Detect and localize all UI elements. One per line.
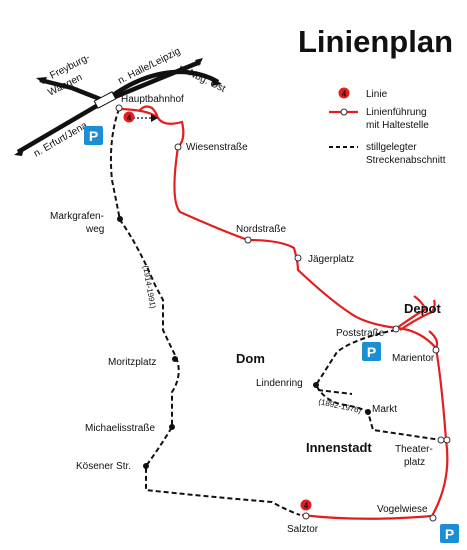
label-markgrafenweg-1: Markgrafen- xyxy=(50,211,104,222)
label-nordstrasse: Nordstraße xyxy=(236,224,286,235)
stop-koesener-str xyxy=(143,463,149,469)
area-labels: Depot Dom Innenstadt xyxy=(236,301,442,455)
rail-branch-east xyxy=(103,69,220,103)
label-michaelisstrasse: Michaelisstraße xyxy=(85,423,155,434)
stop-hauptbahnhof xyxy=(115,104,123,112)
stop-jaegerplatz xyxy=(294,254,302,262)
stop-lindenring xyxy=(313,382,319,388)
parking-hbf-icon xyxy=(84,126,103,145)
stop-vogelwiese xyxy=(429,514,437,522)
label-markt: Markt xyxy=(372,404,397,415)
parking-vogelwiese-label: P xyxy=(445,526,454,542)
legend: 4 Linie Linienführung mit Haltestelle st… xyxy=(329,87,446,166)
stop-poststrasse xyxy=(392,325,400,333)
label-poststrasse: Poststraße xyxy=(336,328,385,339)
legend-route-label-1: Linienführung xyxy=(366,107,427,118)
arrow-naumburg-ost-icon xyxy=(212,78,222,86)
parking-vogelwiese: P xyxy=(440,524,459,543)
label-markgrafenweg-2: weg xyxy=(85,224,104,235)
legend-stop-icon xyxy=(340,108,348,116)
line-badge-salztor-icon xyxy=(300,499,312,511)
stop-salztor xyxy=(302,512,310,520)
depot-track-1 xyxy=(396,295,428,329)
legend-closed-label-1: stillgelegter xyxy=(366,142,417,153)
label-vogelwiese: Vogelwiese xyxy=(377,504,428,515)
legend-line-label: Linie xyxy=(366,89,388,100)
label-lindenring: Lindenring xyxy=(256,378,303,389)
line-badge-hauptbahnhof: 4 xyxy=(123,111,135,123)
stop-moritzplatz xyxy=(172,356,178,362)
label-jaegerplatz: Jägerplatz xyxy=(308,254,354,265)
legend-closed-label-2: Streckenabschnitt xyxy=(366,155,446,166)
station-building xyxy=(93,91,117,109)
parking-hbf-label: P xyxy=(89,128,98,144)
label-wiesenstrasse: Wiesenstraße xyxy=(186,142,248,153)
label-theaterplatz-2: platz xyxy=(404,457,425,468)
active-route xyxy=(119,105,449,520)
label-naumburg-ost: n. Nbg. Ost xyxy=(177,63,227,95)
stop-labels: Hauptbahnhof Wiesenstraße Nordstraße Jäg… xyxy=(50,94,435,535)
hbf-loop-track xyxy=(138,105,160,119)
arrow-halle-icon xyxy=(195,58,203,66)
line-badge-hbf-icon xyxy=(123,111,135,123)
label-marientor: Marientor xyxy=(392,353,435,364)
parking-hauptbahnhof: P xyxy=(84,126,103,145)
legend-line-badge-number: 4 xyxy=(342,90,347,99)
line-badge-hbf-number: 4 xyxy=(127,114,132,123)
label-hauptbahnhof: Hauptbahnhof xyxy=(121,94,184,105)
label-salztor: Salztor xyxy=(287,524,319,535)
map-title: Linienplan xyxy=(298,24,453,59)
label-theaterplatz-1: Theater- xyxy=(395,444,433,455)
label-depot: Depot xyxy=(404,301,442,316)
route-line-4 xyxy=(119,107,449,520)
stop-michaelisstrasse xyxy=(169,424,175,430)
direction-arrow xyxy=(133,114,158,122)
arrow-freyburg-icon xyxy=(36,77,47,84)
label-moritzplatz: Moritzplatz xyxy=(108,357,156,368)
rail-branch-west xyxy=(39,77,106,104)
label-innenstadt: Innenstadt xyxy=(306,440,372,455)
arrow-erfurt-icon xyxy=(14,148,24,156)
stop-theaterplatz-b xyxy=(443,436,451,444)
closed-center-section xyxy=(314,329,442,441)
closed-center-spur xyxy=(317,389,353,395)
closed-west-section xyxy=(109,108,301,516)
depot-track-2 xyxy=(399,299,436,331)
closed-sections xyxy=(109,108,442,516)
railway-tracks xyxy=(14,58,222,156)
line-badge-salztor-number: 4 xyxy=(304,502,309,511)
stop-theaterplatz-a xyxy=(437,436,445,444)
line-badge-salztor: 4 xyxy=(300,499,312,511)
stop-marientor xyxy=(432,346,440,354)
parking-poststrasse: P xyxy=(362,342,381,361)
stop-nordstrasse xyxy=(244,236,252,244)
parking-vogelwiese-icon xyxy=(440,524,459,543)
annotation-years-center: (1892-1976) xyxy=(318,397,363,415)
stop-markgrafenweg xyxy=(117,216,123,222)
parking-post-label: P xyxy=(367,344,376,360)
legend-route-label-2: mit Haltestelle xyxy=(366,120,429,131)
stop-wiesenstrasse xyxy=(174,143,182,151)
legend-line-badge-icon xyxy=(338,87,350,99)
active-stops xyxy=(115,104,451,522)
label-dom: Dom xyxy=(236,351,265,366)
stop-markt xyxy=(365,409,371,415)
label-koesener-str: Kösener Str. xyxy=(76,461,131,472)
closed-stops xyxy=(117,216,371,469)
direction-arrow-icon xyxy=(151,114,158,122)
parking-post-icon xyxy=(362,342,381,361)
